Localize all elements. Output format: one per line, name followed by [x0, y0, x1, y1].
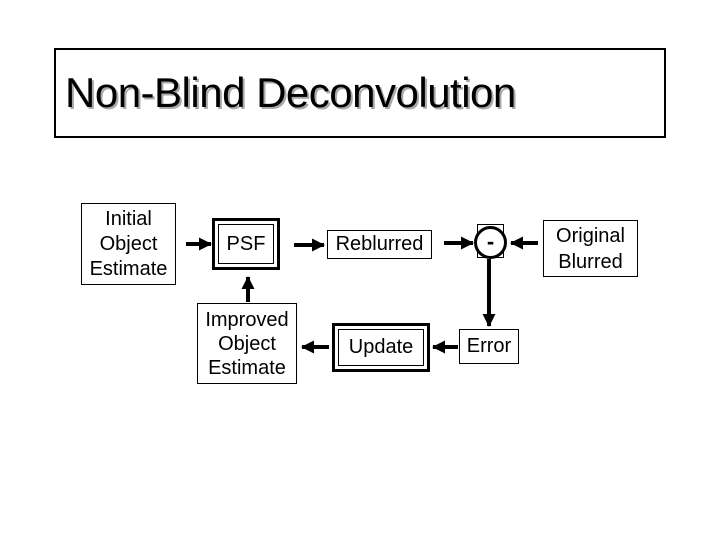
- node-update-inner-box: Update: [338, 329, 424, 366]
- node-original-blurred-label: Original Blurred: [556, 224, 625, 273]
- node-original-blurred: Original Blurred: [543, 220, 638, 277]
- node-psf-inner-box: PSF: [218, 224, 274, 264]
- node-improved-object-estimate-label: Improved Object Estimate: [205, 308, 289, 379]
- subtract-symbol: -: [486, 228, 495, 254]
- node-psf-label: PSF: [226, 232, 266, 255]
- node-update: Update: [332, 323, 430, 372]
- node-initial-object-estimate-label: Initial Object Estimate: [89, 207, 168, 280]
- node-reblurred: Reblurred: [327, 230, 432, 259]
- node-initial-object-estimate: Initial Object Estimate: [81, 203, 176, 285]
- node-reblurred-label: Reblurred: [335, 233, 424, 255]
- node-improved-object-estimate: Improved Object Estimate: [197, 303, 297, 384]
- node-error: Error: [459, 329, 519, 364]
- node-psf: PSF: [212, 218, 280, 270]
- slide-title-box: Non-Blind Deconvolution: [54, 48, 666, 138]
- subtract-node-circle: -: [474, 226, 507, 259]
- node-update-label: Update: [348, 336, 414, 358]
- slide-title: Non-Blind Deconvolution: [65, 69, 516, 116]
- node-error-label: Error: [466, 335, 512, 357]
